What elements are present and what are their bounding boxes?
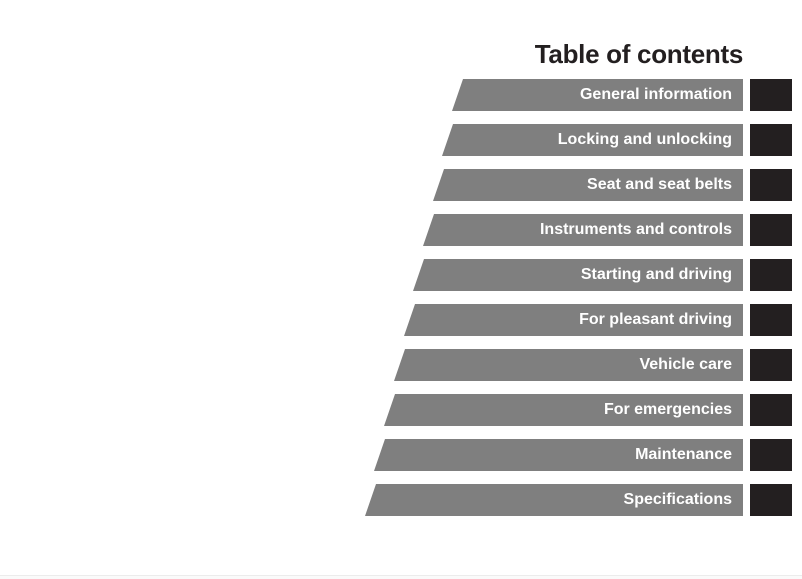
toc-chapter-for-emergencies[interactable]: For emergencies: [384, 394, 743, 426]
toc-chapter-label: Starting and driving: [580, 266, 732, 283]
toc-chapter-maintenance[interactable]: Maintenance: [374, 439, 743, 471]
toc-chapter-starting-and-driving[interactable]: Starting and driving: [413, 259, 743, 291]
toc-chapter-label: Instruments and controls: [539, 221, 732, 238]
toc-chapter-locking-and-unlocking[interactable]: Locking and unlocking: [442, 124, 743, 156]
toc-chapter-label: Vehicle care: [639, 356, 732, 373]
toc-chapter-for-pleasant-driving[interactable]: For pleasant driving: [404, 304, 743, 336]
toc-chapter-instruments-and-controls[interactable]: Instruments and controls: [423, 214, 743, 246]
toc-chapter-label: Maintenance: [635, 446, 732, 463]
chapter-tab-marker: [750, 259, 792, 291]
chapter-tab-marker: [750, 439, 792, 471]
toc-chapter-label: Specifications: [623, 491, 732, 508]
chapter-tab-marker: [750, 124, 792, 156]
chapter-tab-marker: [750, 484, 792, 516]
toc-chapter-label: General information: [579, 86, 732, 103]
toc-chapter-label: For pleasant driving: [579, 311, 732, 328]
toc-chapter-label: Locking and unlocking: [557, 131, 732, 148]
toc-chapter-vehicle-care[interactable]: Vehicle care: [394, 349, 743, 381]
chapter-tab-marker: [750, 169, 792, 201]
page-bottom-edge: [0, 575, 802, 579]
toc-chapter-label: Seat and seat belts: [587, 176, 732, 193]
page-title: Table of contents: [534, 39, 744, 69]
toc-chapter-label: For emergencies: [603, 401, 732, 418]
chapter-tab-marker: [750, 214, 792, 246]
chapter-tab-marker: [750, 349, 792, 381]
toc-chapter-general-information[interactable]: General information: [452, 79, 743, 111]
toc-chapter-specifications[interactable]: Specifications: [365, 484, 743, 516]
chapter-tab-marker: [750, 394, 792, 426]
toc-chapter-seat-and-seat-belts[interactable]: Seat and seat belts: [433, 169, 743, 201]
chapter-tab-marker: [750, 79, 792, 111]
chapter-tab-marker: [750, 304, 792, 336]
